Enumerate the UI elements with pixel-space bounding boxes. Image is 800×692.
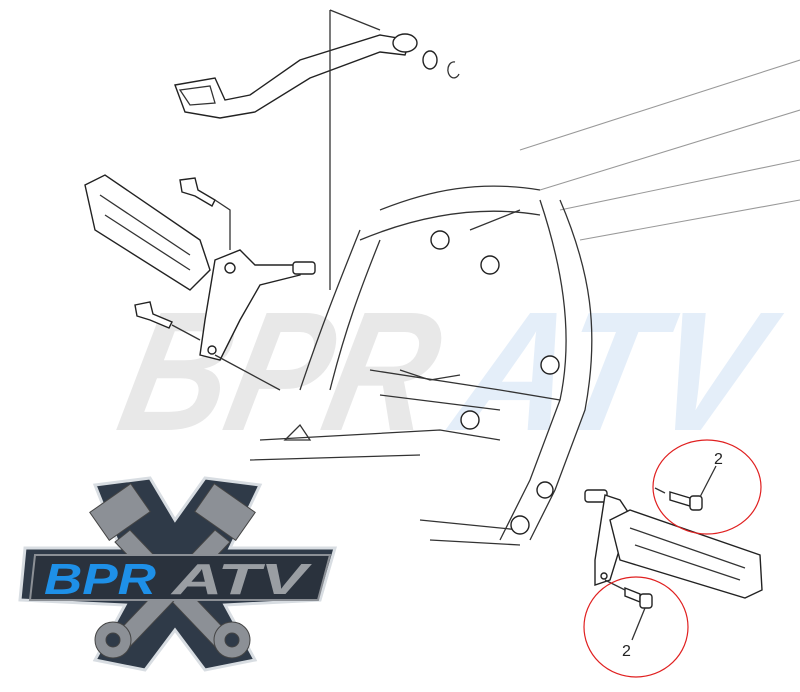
left-footpeg bbox=[84, 174, 316, 391]
watermark: BPR ATV bbox=[106, 277, 793, 467]
logo-text-atv: ATV bbox=[170, 555, 312, 604]
logo-text-bpr: BPR bbox=[44, 555, 156, 604]
brake-pedal bbox=[174, 9, 460, 290]
highlight-circle-lower bbox=[583, 576, 689, 678]
bpratv-logo: BPR ATV bbox=[18, 476, 337, 672]
leader-line-lower bbox=[631, 607, 646, 641]
frame bbox=[249, 59, 800, 546]
callout-lower-bolt: 2 bbox=[622, 643, 631, 660]
leader-line-upper bbox=[699, 465, 717, 498]
right-footpeg bbox=[584, 465, 763, 641]
watermark-text-right: ATV bbox=[437, 277, 792, 467]
highlight-circle-upper bbox=[652, 439, 762, 535]
watermark-text-left: BPR bbox=[106, 277, 456, 467]
callout-upper-bolt: 2 bbox=[714, 451, 723, 468]
